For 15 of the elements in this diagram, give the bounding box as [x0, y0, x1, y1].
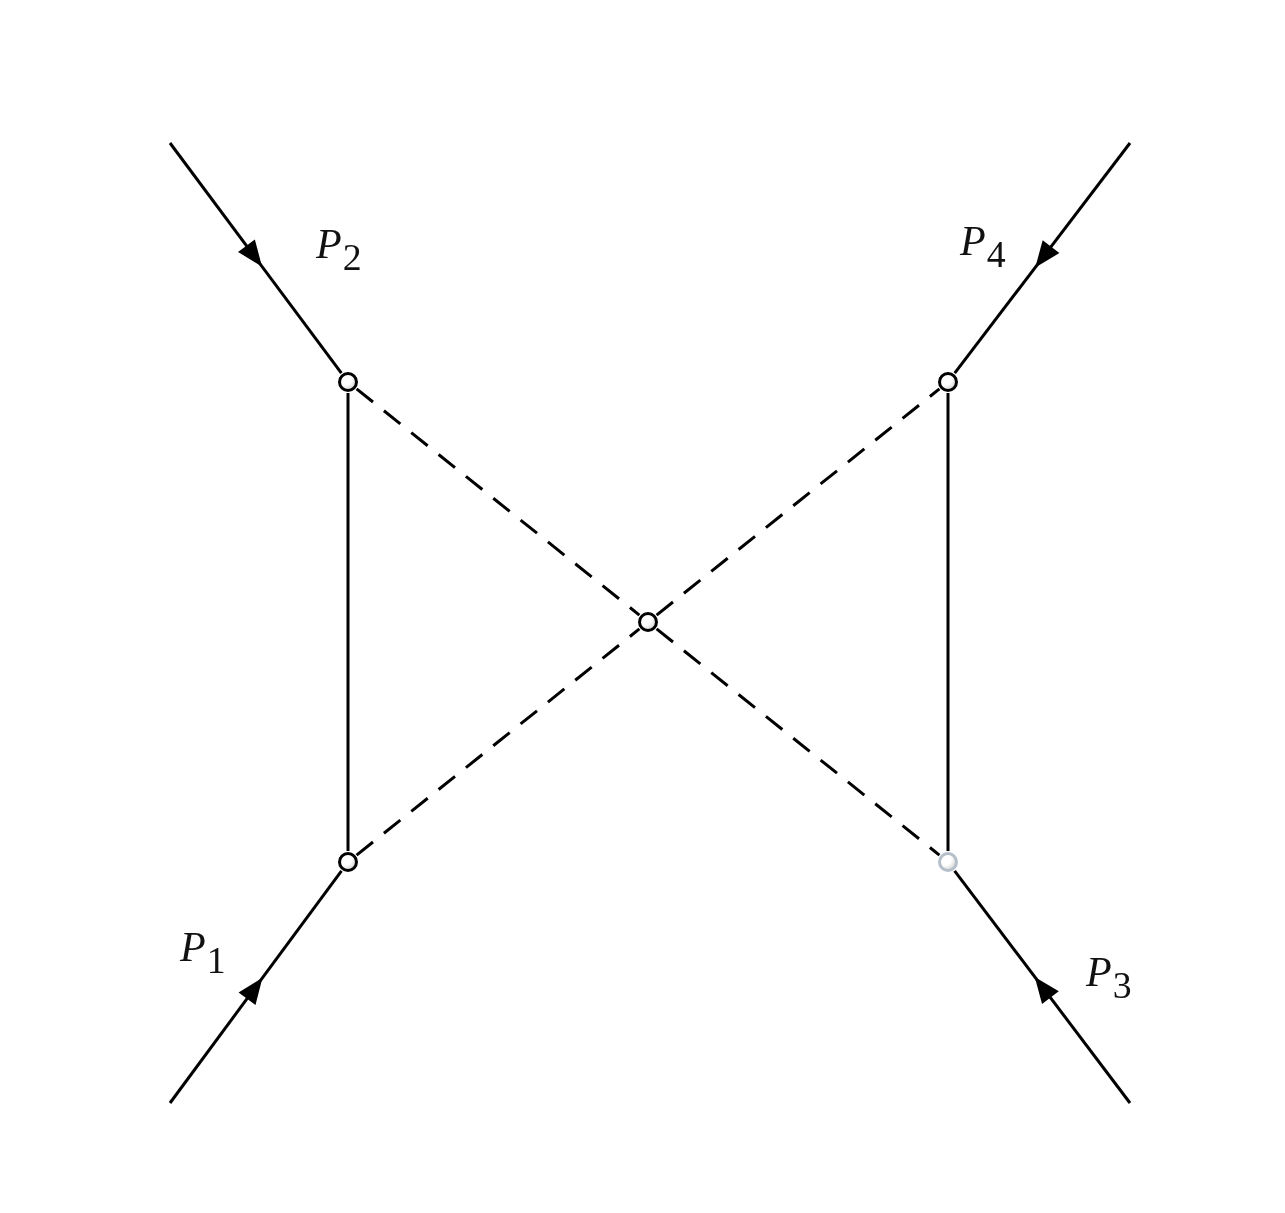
line: [346, 393, 350, 851]
arrow: [168, 142, 343, 375]
vertex-circle: [937, 851, 959, 873]
vertex-circle: [337, 371, 359, 393]
arrow: [168, 869, 343, 1104]
vertex-circle: [637, 611, 659, 633]
vertex-circle: [337, 851, 359, 873]
line: [946, 393, 950, 851]
vertex-circle: [937, 371, 959, 393]
arrow: [953, 869, 1132, 1104]
arrow: [953, 142, 1132, 375]
dashed-line: [355, 387, 641, 617]
dashed-line: [655, 627, 941, 857]
dashed-line: [355, 627, 641, 857]
dashed-line: [655, 387, 941, 617]
